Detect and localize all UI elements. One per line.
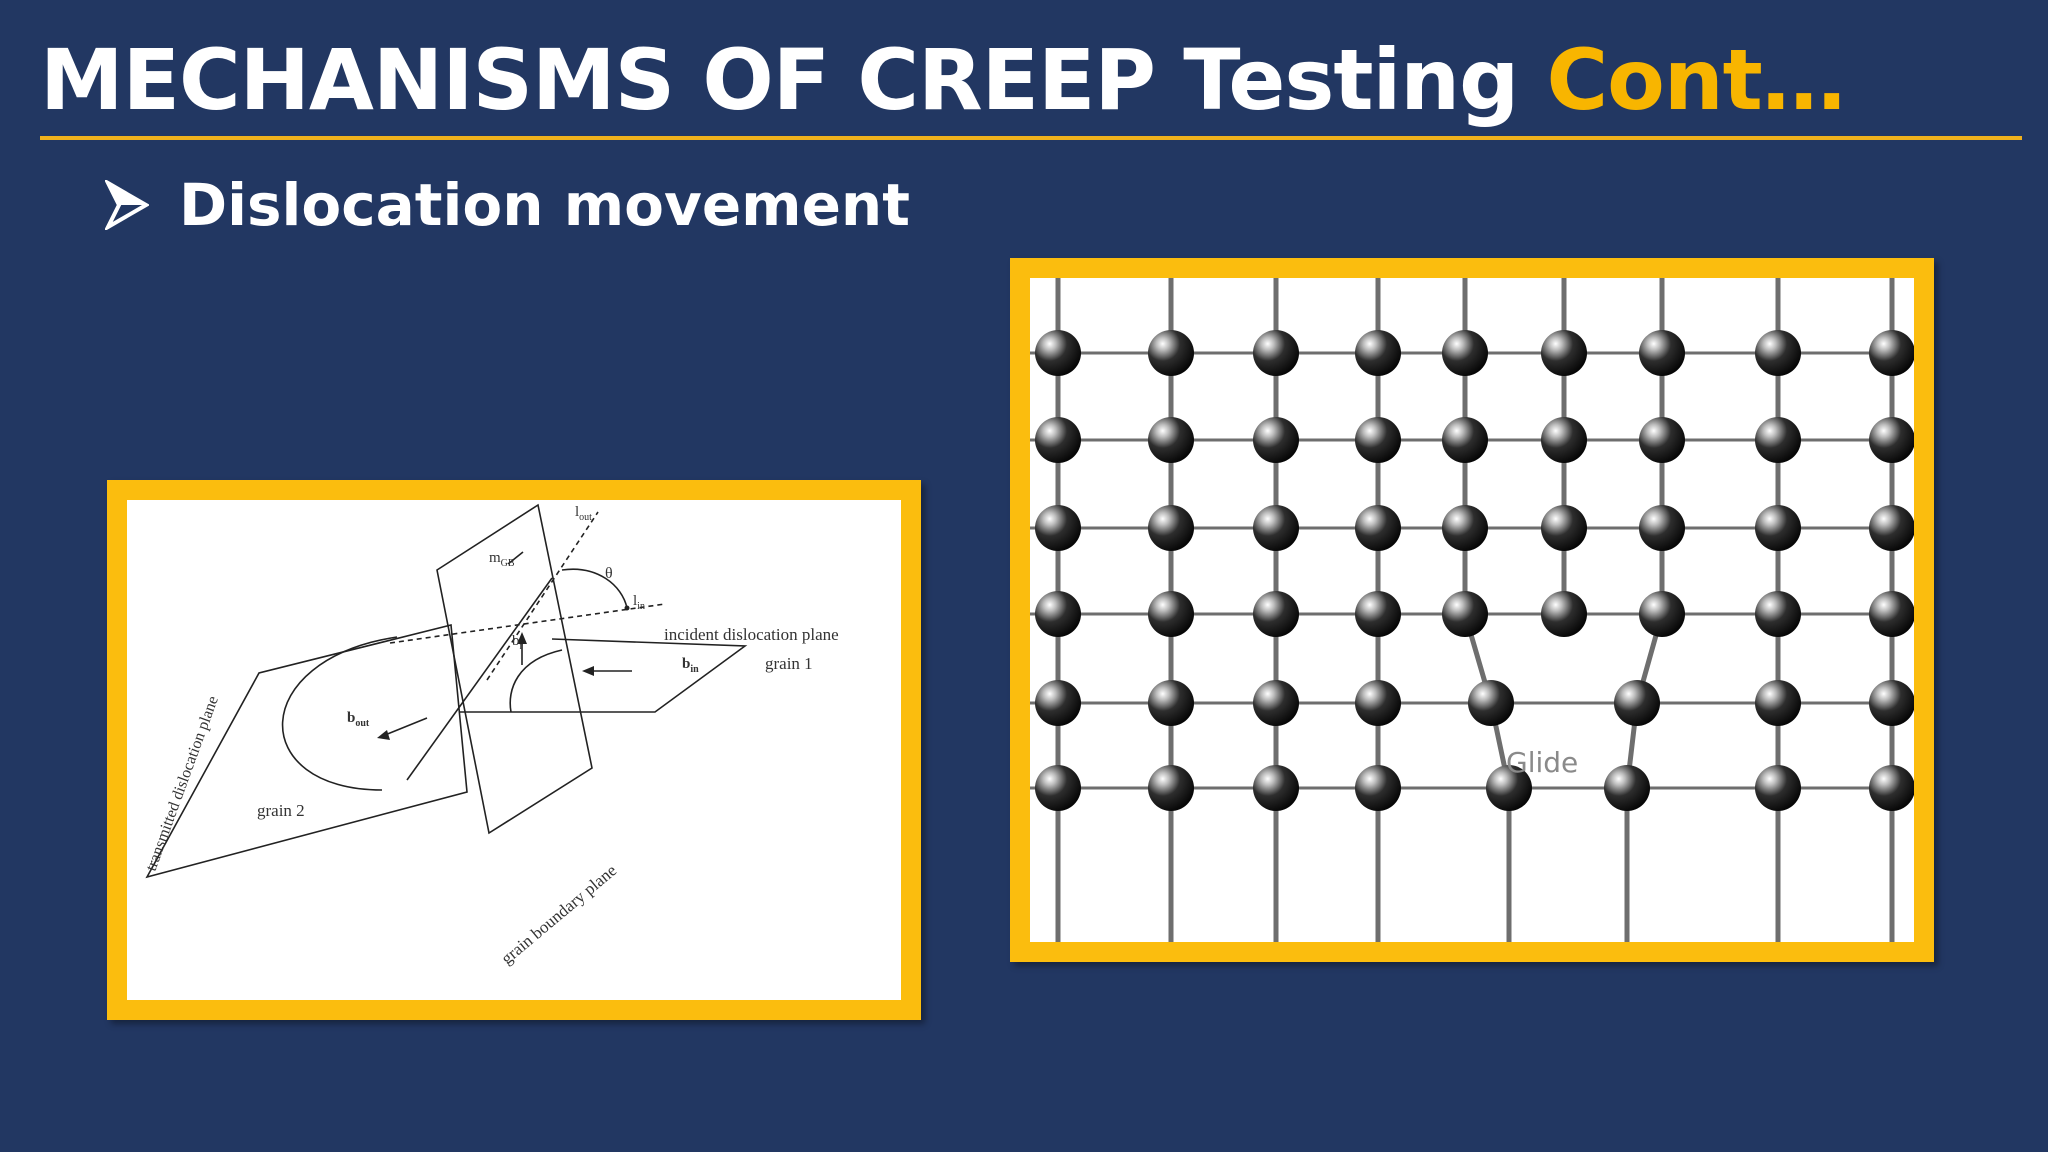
lattice-atom <box>1541 417 1587 463</box>
lattice-atom <box>1035 417 1081 463</box>
lattice-atom <box>1148 330 1194 376</box>
lattice-atom <box>1639 417 1685 463</box>
slide-title-main: MECHANISMS OF CREEP Testing <box>40 31 1519 129</box>
lattice-atom <box>1355 591 1401 637</box>
svg-text:lin: lin <box>633 593 645 612</box>
svg-text:bin: bin <box>682 656 699 675</box>
svg-text:mGB: mGB <box>489 550 515 569</box>
lattice-atom <box>1148 680 1194 726</box>
bullet-text: Dislocation movement <box>179 171 910 239</box>
label-l-out-sub: out <box>579 512 592 523</box>
lattice-atom <box>1355 330 1401 376</box>
lattice-atom <box>1253 417 1299 463</box>
lattice-atom <box>1869 417 1914 463</box>
label-b-r: b <box>512 633 520 649</box>
bullet-item: Dislocation movement <box>105 170 910 240</box>
glide-label: Glide <box>1506 746 1578 779</box>
lattice-atom <box>1442 505 1488 551</box>
lattice-atom <box>1755 417 1801 463</box>
lattice-atom <box>1355 680 1401 726</box>
label-grain-1: grain 1 <box>765 654 813 673</box>
slide-title: MECHANISMS OF CREEP Testing Cont… <box>40 30 1846 130</box>
lattice-atom <box>1253 330 1299 376</box>
label-b-in-sub: in <box>690 664 699 675</box>
lattice-atom <box>1253 505 1299 551</box>
grain-boundary-plane <box>436 503 593 835</box>
lattice-atom <box>1639 591 1685 637</box>
label-l-in: l <box>633 593 637 609</box>
lattice-atom <box>1442 591 1488 637</box>
lattice-atom <box>1442 330 1488 376</box>
lattice-atom <box>1541 330 1587 376</box>
label-gb-plane: grain boundary plane <box>497 861 620 968</box>
lattice-atom <box>1541 591 1587 637</box>
dislocation-loop-out <box>281 636 398 791</box>
title-underline <box>40 136 2022 140</box>
lattice-atom <box>1755 765 1801 811</box>
label-m-gb-sub: GB <box>501 558 515 569</box>
lattice-atom <box>1355 417 1401 463</box>
slide-title-accent: Cont… <box>1546 31 1845 129</box>
lattice-atom <box>1541 505 1587 551</box>
lattice-atom <box>1035 680 1081 726</box>
lattice-atom <box>1355 765 1401 811</box>
lattice-atom <box>1869 330 1914 376</box>
lattice-atom <box>1639 330 1685 376</box>
label-l-in-sub: in <box>637 601 645 612</box>
lattice-atom <box>1869 680 1914 726</box>
lattice-atom <box>1253 765 1299 811</box>
label-theta: θ <box>605 565 613 582</box>
lattice-atom <box>1604 765 1650 811</box>
label-l-out: l <box>575 504 579 520</box>
lattice-atom <box>1253 680 1299 726</box>
lattice-atom <box>1442 417 1488 463</box>
lattice-atom <box>1755 505 1801 551</box>
label-b-out: b <box>347 710 355 726</box>
lattice-atom <box>1253 591 1299 637</box>
lattice-atom <box>1035 505 1081 551</box>
lattice-atom <box>1614 680 1660 726</box>
lattice-atom <box>1148 505 1194 551</box>
lattice-atom <box>1148 591 1194 637</box>
svg-text:br: br <box>512 633 524 652</box>
label-b-in: b <box>682 656 690 672</box>
incident-plane <box>459 638 748 713</box>
lattice-atom <box>1755 330 1801 376</box>
svg-text:bout: bout <box>347 710 370 729</box>
lattice-atom <box>1035 765 1081 811</box>
lattice-glide-frame: Glide <box>1010 258 1934 962</box>
lattice-atom <box>1035 591 1081 637</box>
lattice-atom <box>1355 505 1401 551</box>
lattice-atom <box>1869 505 1914 551</box>
lattice-atom <box>1148 765 1194 811</box>
label-transmitted-plane: transmitted dislocation plane <box>143 694 222 874</box>
transmitted-plane <box>145 623 468 879</box>
arrow-bullet-icon <box>105 180 149 230</box>
lattice-atom <box>1035 330 1081 376</box>
lattice-atom <box>1639 505 1685 551</box>
lattice-atom <box>1869 591 1914 637</box>
lattice-atom <box>1148 417 1194 463</box>
label-m-gb: m <box>489 550 501 566</box>
grain-boundary-diagram-frame: lout mGB θ lin br incident dislocation p… <box>107 480 921 1020</box>
lattice-atom <box>1869 765 1914 811</box>
label-grain-2: grain 2 <box>257 801 305 820</box>
lattice-glide-diagram: Glide <box>1030 278 1914 942</box>
lattice-atom <box>1755 591 1801 637</box>
lattice-atom <box>1486 765 1532 811</box>
label-incident-plane: incident dislocation plane <box>664 625 839 644</box>
label-b-out-sub: out <box>355 718 370 729</box>
grain-boundary-diagram: lout mGB θ lin br incident dislocation p… <box>143 503 839 968</box>
lattice-atom <box>1468 680 1514 726</box>
label-b-r-sub: r <box>520 641 524 652</box>
svg-text:lout: lout <box>575 504 592 523</box>
lattice-atom <box>1755 680 1801 726</box>
dislocation-loop-in <box>509 649 563 713</box>
